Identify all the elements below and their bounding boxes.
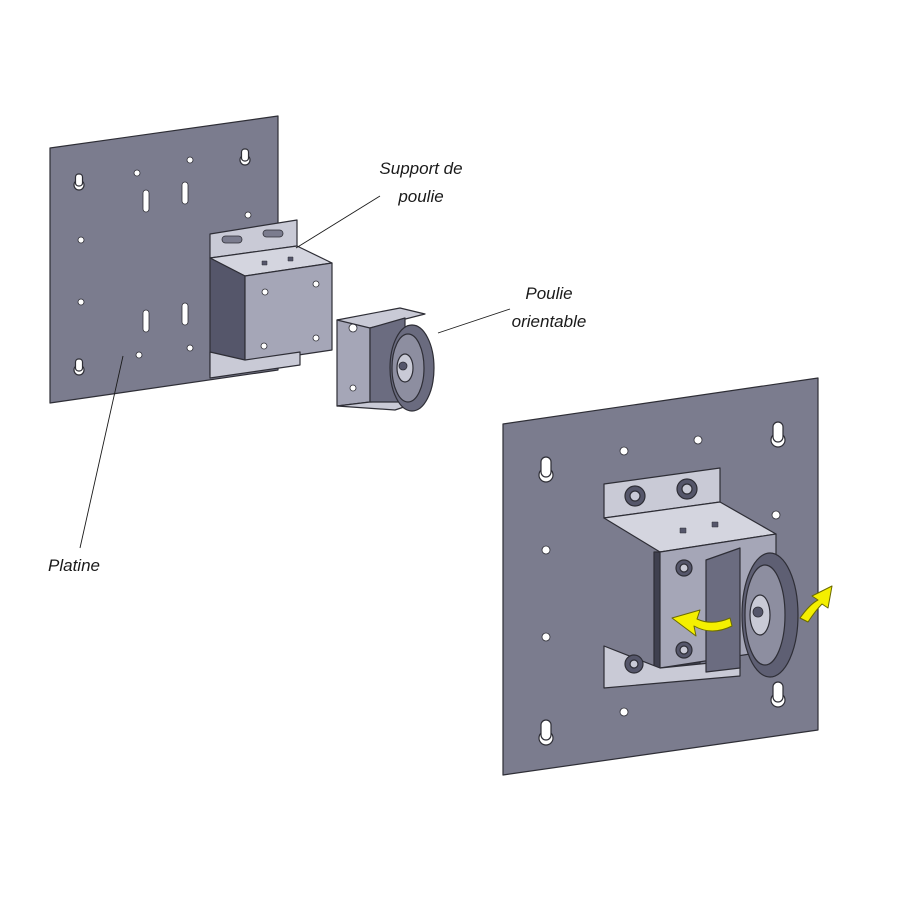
label-support-de-poulie: Support de poulie <box>379 159 463 206</box>
mounting-holes-assembled <box>541 435 781 717</box>
rotation-arrows <box>671 585 833 637</box>
label-poulie-orientable: Poulie orientable <box>511 284 587 331</box>
arrow-left-icon <box>671 609 733 637</box>
arrow-right-icon <box>799 585 833 623</box>
bolts-bottom <box>624 559 693 674</box>
keyhole-slots <box>73 148 251 376</box>
support-de-poulie-part <box>209 219 333 379</box>
assembled-support <box>603 467 799 689</box>
bolts-top <box>624 478 698 507</box>
poulie-orientable-part <box>336 307 435 412</box>
keyhole-slots-assembled <box>538 421 786 746</box>
leader-lines <box>79 195 511 549</box>
mounting-holes <box>77 156 252 359</box>
label-platine: Platine <box>48 556 100 575</box>
